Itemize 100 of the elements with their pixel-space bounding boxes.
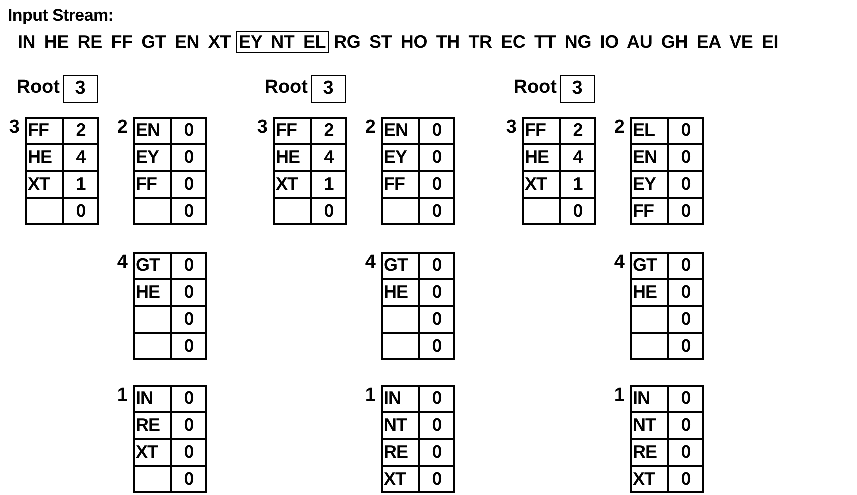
count-cell: 2 [560, 117, 596, 144]
table-number: 3 [257, 117, 268, 139]
count-cell: 0 [419, 252, 455, 279]
hash-table [630, 385, 704, 493]
count-cell: 0 [171, 279, 207, 306]
count-cell: 0 [668, 252, 704, 279]
key-cell: RE [133, 412, 171, 439]
root-label: Root [16, 77, 60, 99]
count-cell: 0 [63, 198, 99, 225]
count-cell: 0 [171, 412, 207, 439]
empty-key-cell [133, 306, 171, 333]
key-cell: HE [133, 279, 171, 306]
empty-key-cell [381, 198, 419, 225]
count-cell: 0 [668, 198, 704, 225]
input-stream-text: IN HE RE FF GT EN XT [18, 32, 232, 52]
count-cell: 0 [419, 412, 455, 439]
count-cell: 4 [63, 144, 99, 171]
key-cell: FF [133, 171, 171, 198]
count-cell: 0 [171, 466, 207, 493]
count-cell: 0 [419, 144, 455, 171]
empty-key-cell [381, 306, 419, 333]
key-cell: FF [630, 198, 668, 225]
key-cell: HE [25, 144, 63, 171]
key-cell: EN [630, 144, 668, 171]
table-number: 3 [9, 117, 20, 139]
key-cell: NT [630, 412, 668, 439]
key-cell: XT [273, 171, 311, 198]
count-cell: 0 [668, 306, 704, 333]
count-cell: 0 [171, 144, 207, 171]
hash-table [133, 252, 207, 360]
hash-table [133, 385, 207, 493]
hash-table [630, 252, 704, 360]
hash-table [133, 117, 207, 225]
empty-key-cell [133, 466, 171, 493]
key-cell: EN [133, 117, 171, 144]
count-cell: 0 [668, 279, 704, 306]
title: Input Stream: [8, 6, 114, 26]
root-pointer-box [311, 75, 346, 103]
hash-table [381, 385, 455, 493]
count-cell: 0 [419, 306, 455, 333]
count-cell: 0 [171, 117, 207, 144]
count-cell: 0 [419, 171, 455, 198]
count-cell: 0 [311, 198, 347, 225]
key-cell: HE [381, 279, 419, 306]
key-cell: FF [25, 117, 63, 144]
table-number: 4 [365, 252, 376, 274]
key-cell: GT [630, 252, 668, 279]
count-cell: 0 [419, 198, 455, 225]
hash-table [381, 117, 455, 225]
count-cell: 0 [419, 439, 455, 466]
count-cell: 0 [171, 198, 207, 225]
count-cell: 0 [560, 198, 596, 225]
count-cell: 0 [419, 117, 455, 144]
table-number: 4 [614, 252, 625, 274]
count-cell: 0 [419, 385, 455, 412]
key-cell: HE [273, 144, 311, 171]
empty-key-cell [25, 198, 63, 225]
table-number: 1 [117, 385, 128, 407]
table-number: 2 [614, 117, 625, 139]
count-cell: 1 [311, 171, 347, 198]
key-cell: RE [381, 439, 419, 466]
hash-table [25, 117, 99, 225]
key-cell: NT [381, 412, 419, 439]
count-cell: 4 [560, 144, 596, 171]
count-cell: 0 [668, 144, 704, 171]
table-number: 3 [506, 117, 517, 139]
count-cell: 0 [171, 333, 207, 360]
key-cell: XT [630, 466, 668, 493]
count-cell: 0 [668, 333, 704, 360]
input-stream-text: RG ST HO TH TR EC TT NG IO AU GH EA VE EI [334, 32, 779, 52]
key-cell: IN [133, 385, 171, 412]
key-cell: XT [522, 171, 560, 198]
count-cell: 0 [419, 279, 455, 306]
empty-key-cell [133, 333, 171, 360]
key-cell: XT [133, 439, 171, 466]
empty-key-cell [522, 198, 560, 225]
key-cell: EY [381, 144, 419, 171]
key-cell: EY [630, 171, 668, 198]
key-cell: IN [630, 385, 668, 412]
root-pointer-box [560, 75, 595, 103]
count-cell: 0 [668, 466, 704, 493]
table-number: 2 [117, 117, 128, 139]
count-cell: 0 [668, 412, 704, 439]
empty-key-cell [630, 306, 668, 333]
key-cell: HE [630, 279, 668, 306]
count-cell: 1 [560, 171, 596, 198]
count-cell: 0 [171, 385, 207, 412]
key-cell: GT [381, 252, 419, 279]
key-cell: XT [25, 171, 63, 198]
key-cell: HE [522, 144, 560, 171]
count-cell: 0 [171, 252, 207, 279]
root-label: Root [264, 77, 308, 99]
count-cell: 2 [311, 117, 347, 144]
root-value: 3 [572, 78, 583, 100]
count-cell: 0 [171, 439, 207, 466]
root-pointer-box [63, 75, 98, 103]
table-number: 2 [365, 117, 376, 139]
table-number: 1 [365, 385, 376, 407]
root-value: 3 [323, 78, 334, 100]
root-label: Root [514, 77, 557, 99]
